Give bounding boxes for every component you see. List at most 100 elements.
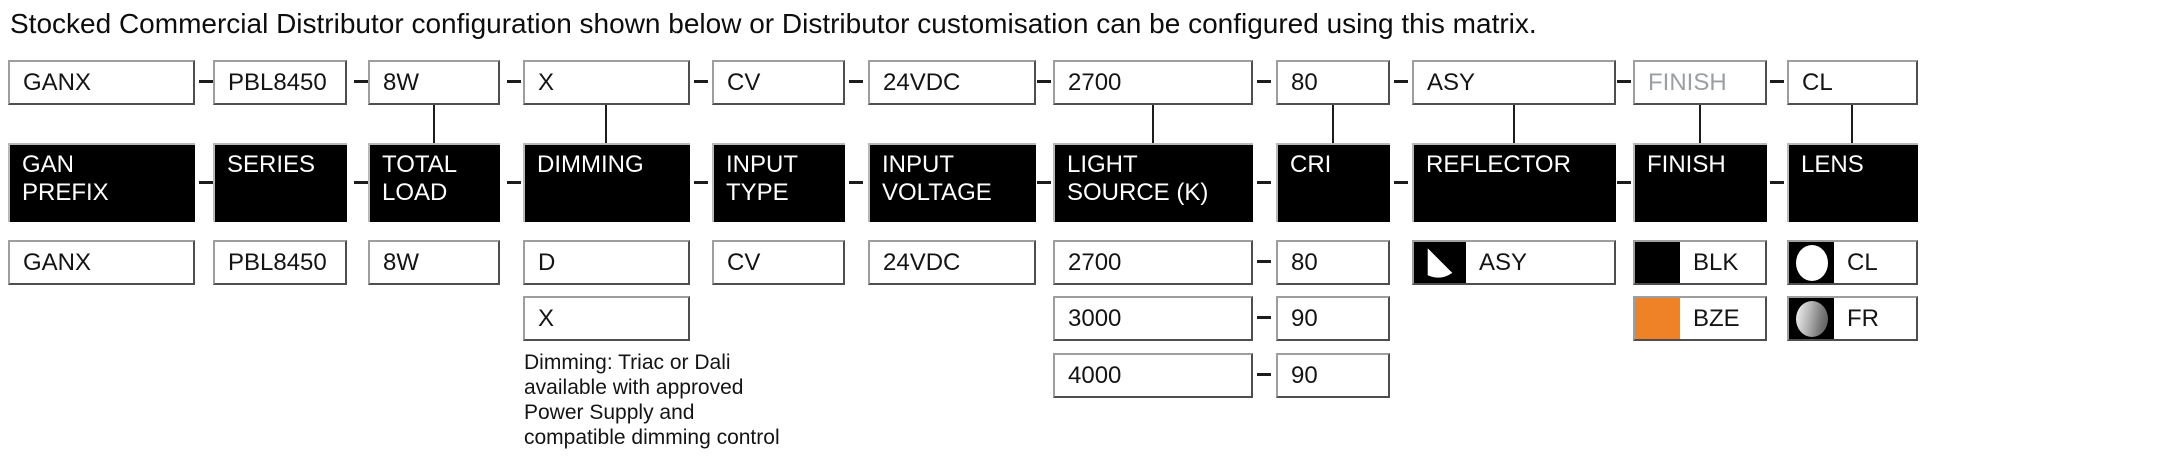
dash-connector bbox=[199, 181, 213, 184]
header-reflector: REFLECTOR bbox=[1412, 143, 1616, 222]
option-reflector-asy[interactable]: ASY bbox=[1412, 240, 1616, 285]
header-series: SERIES bbox=[213, 143, 347, 222]
option-dimming-d[interactable]: D bbox=[523, 240, 690, 285]
option-input-voltage-24vdc[interactable]: 24VDC bbox=[868, 240, 1036, 285]
option-label: GANX bbox=[23, 248, 92, 276]
option-cri-90-b[interactable]: 90 bbox=[1276, 353, 1390, 398]
code-value: 2700 bbox=[1068, 68, 1122, 96]
code-box-total-load[interactable]: 8W bbox=[368, 60, 500, 105]
clear-lens-icon bbox=[1789, 242, 1834, 283]
option-dimming-x[interactable]: X bbox=[523, 296, 690, 341]
option-light-source-4000[interactable]: 4000 bbox=[1053, 353, 1253, 398]
column-connector-line bbox=[1332, 105, 1334, 143]
option-label: 90 bbox=[1291, 361, 1318, 389]
header-finish: FINISH bbox=[1633, 143, 1767, 222]
option-label: ASY bbox=[1479, 248, 1528, 276]
page-title: Stocked Commercial Distributor configura… bbox=[10, 8, 1537, 39]
option-label: 24VDC bbox=[883, 248, 961, 276]
dash-connector bbox=[1257, 80, 1271, 83]
dash-connector bbox=[849, 80, 863, 83]
column-connector-line bbox=[1851, 105, 1853, 143]
column-connector-line bbox=[433, 105, 435, 143]
dash-connector bbox=[1770, 80, 1784, 83]
option-label: PBL8450 bbox=[228, 248, 327, 276]
code-box-finish[interactable]: FINISH bbox=[1633, 60, 1767, 105]
option-label: 2700 bbox=[1068, 248, 1122, 276]
option-label: X bbox=[538, 304, 555, 332]
option-lens-fr[interactable]: FR bbox=[1787, 296, 1918, 341]
option-light-source-2700[interactable]: 2700 bbox=[1053, 240, 1253, 285]
dash-connector bbox=[1617, 181, 1631, 184]
header-gan-prefix: GAN PREFIX bbox=[8, 143, 195, 222]
code-value: 8W bbox=[383, 68, 419, 96]
column-connector-line bbox=[1513, 105, 1515, 143]
header-dimming: DIMMING bbox=[523, 143, 690, 222]
dimming-note: Dimming: Triac or Dali available with ap… bbox=[524, 351, 780, 449]
option-label: BLK bbox=[1693, 248, 1739, 276]
option-label: BZE bbox=[1693, 304, 1740, 332]
header-input-type: INPUT TYPE bbox=[712, 143, 845, 222]
option-label: 4000 bbox=[1068, 361, 1122, 389]
code-value: CV bbox=[727, 68, 761, 96]
option-total-load-8w[interactable]: 8W bbox=[368, 240, 500, 285]
option-label: CL bbox=[1847, 248, 1878, 276]
code-box-light-source[interactable]: 2700 bbox=[1053, 60, 1253, 105]
option-label: 8W bbox=[383, 248, 419, 276]
dash-connector bbox=[1617, 80, 1631, 83]
dash-connector bbox=[354, 181, 368, 184]
frosted-lens-icon bbox=[1789, 298, 1834, 339]
option-label: 80 bbox=[1291, 248, 1318, 276]
bronze-finish-swatch bbox=[1635, 298, 1680, 339]
code-value: ASY bbox=[1427, 68, 1476, 96]
dash-connector bbox=[1257, 373, 1271, 376]
header-lens: LENS bbox=[1787, 143, 1918, 222]
asymmetric-beam-icon bbox=[1414, 242, 1466, 283]
column-connector-line bbox=[1699, 105, 1701, 143]
dash-connector bbox=[694, 80, 708, 83]
code-box-dimming[interactable]: X bbox=[523, 60, 690, 105]
code-value: CL bbox=[1802, 68, 1833, 96]
option-cri-90[interactable]: 90 bbox=[1276, 296, 1390, 341]
dash-connector bbox=[694, 181, 708, 184]
dash-connector bbox=[507, 181, 521, 184]
code-box-lens[interactable]: CL bbox=[1787, 60, 1918, 105]
code-box-gan-prefix[interactable]: GANX bbox=[8, 60, 195, 105]
code-placeholder: FINISH bbox=[1648, 68, 1727, 96]
header-cri: CRI bbox=[1276, 143, 1390, 222]
option-light-source-3000[interactable]: 3000 bbox=[1053, 296, 1253, 341]
header-total-load: TOTAL LOAD bbox=[368, 143, 500, 222]
option-finish-blk[interactable]: BLK bbox=[1633, 240, 1767, 285]
code-box-cri[interactable]: 80 bbox=[1276, 60, 1390, 105]
option-label: CV bbox=[727, 248, 761, 276]
code-value: 24VDC bbox=[883, 68, 961, 96]
option-finish-bze[interactable]: BZE bbox=[1633, 296, 1767, 341]
code-box-input-voltage[interactable]: 24VDC bbox=[868, 60, 1036, 105]
option-input-type-cv[interactable]: CV bbox=[712, 240, 845, 285]
dash-connector bbox=[1257, 260, 1271, 263]
code-box-series[interactable]: PBL8450 bbox=[213, 60, 347, 105]
dash-connector bbox=[1394, 80, 1408, 83]
option-gan-prefix-ganx[interactable]: GANX bbox=[8, 240, 195, 285]
option-label: 3000 bbox=[1068, 304, 1122, 332]
dash-connector bbox=[1037, 80, 1051, 83]
dash-connector bbox=[1257, 316, 1271, 319]
black-finish-swatch bbox=[1635, 242, 1680, 283]
option-cri-80[interactable]: 80 bbox=[1276, 240, 1390, 285]
dash-connector bbox=[354, 80, 368, 83]
dash-connector bbox=[849, 181, 863, 184]
header-light-source: LIGHT SOURCE (K) bbox=[1053, 143, 1253, 222]
code-value: X bbox=[538, 68, 555, 96]
dash-connector bbox=[1394, 181, 1408, 184]
code-box-input-type[interactable]: CV bbox=[712, 60, 845, 105]
option-series-pbl8450[interactable]: PBL8450 bbox=[213, 240, 347, 285]
column-connector-line bbox=[1152, 105, 1154, 143]
option-label: 90 bbox=[1291, 304, 1318, 332]
code-box-reflector[interactable]: ASY bbox=[1412, 60, 1616, 105]
option-lens-cl[interactable]: CL bbox=[1787, 240, 1918, 285]
code-value: GANX bbox=[23, 68, 92, 96]
option-label: D bbox=[538, 248, 556, 276]
column-connector-line bbox=[605, 105, 607, 143]
dash-connector bbox=[199, 80, 213, 83]
dash-connector bbox=[1257, 181, 1271, 184]
